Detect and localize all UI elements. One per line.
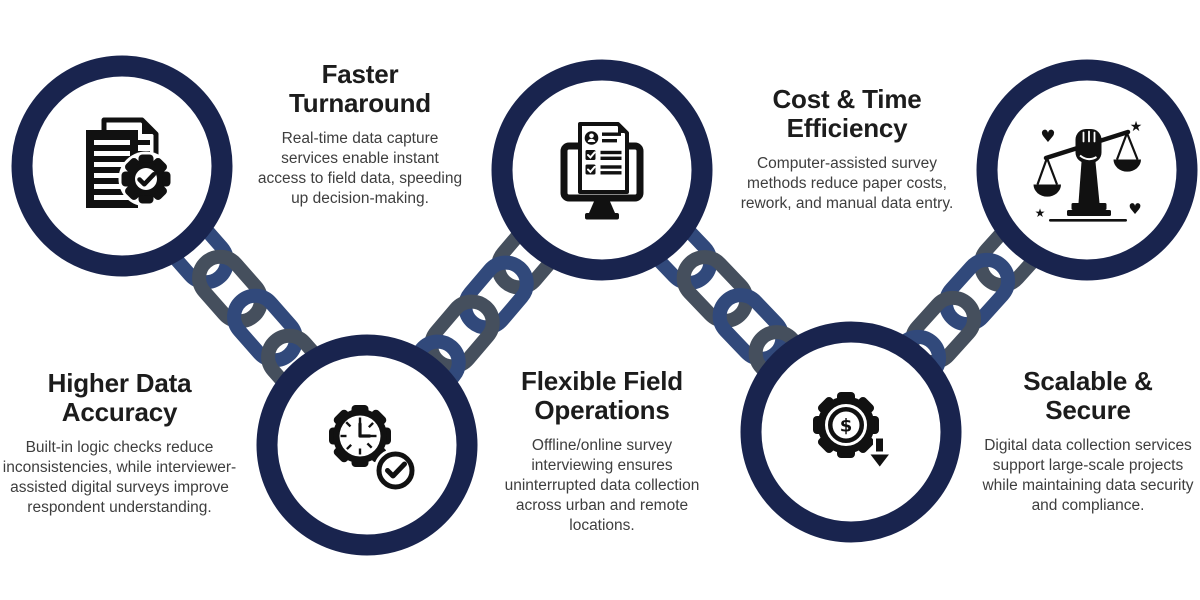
benefit-description: Offline/online survey interviewing ensur… [504,436,700,535]
benefit-description: Built-in logic checks reduce inconsisten… [2,438,237,517]
benefit-title: Cost & Time Efficiency [772,84,922,144]
benefit-title: Flexible Field Operations [521,366,683,426]
benefit-description: Real-time data capture services enable i… [257,129,463,208]
benefit-title: Faster Turnaround [289,59,431,119]
benefit-cost-time-efficiency: Cost & Time Efficiency Computer-assisted… [737,84,957,214]
benefit-higher-data-accuracy: Higher Data Accuracy Built-in logic chec… [2,368,237,518]
dollar-glyph: $ [840,416,853,437]
benefit-flexible-field-operations: Flexible Field Operations Offline/online… [490,366,714,536]
benefit-scalable-secure: Scalable & Secure Digital data collectio… [982,366,1194,516]
heart-glyph: ♥ [1040,127,1055,147]
benefit-description: Digital data collection services support… [982,436,1194,515]
gear-dollar-cost-reduction-icon: $ [813,392,894,471]
benefit-title: Higher Data Accuracy [47,368,192,428]
benefit-title: Scalable & Secure [1023,366,1153,426]
document-checklist-gear-check-icon [86,117,174,208]
fist-justice-scales-icon: ♥ ♥ ★ ★ [1033,119,1143,222]
monitor-survey-form-icon [560,122,644,220]
benefit-description: Computer-assisted survey methods reduce … [740,154,954,213]
star-glyph: ★ [1130,119,1143,135]
benefit-faster-turnaround: Faster Turnaround Real-time data capture… [256,59,464,209]
gear-clock-check-icon [329,405,418,493]
star-glyph: ★ [1035,206,1046,220]
heart-glyph: ♥ [1128,200,1141,218]
